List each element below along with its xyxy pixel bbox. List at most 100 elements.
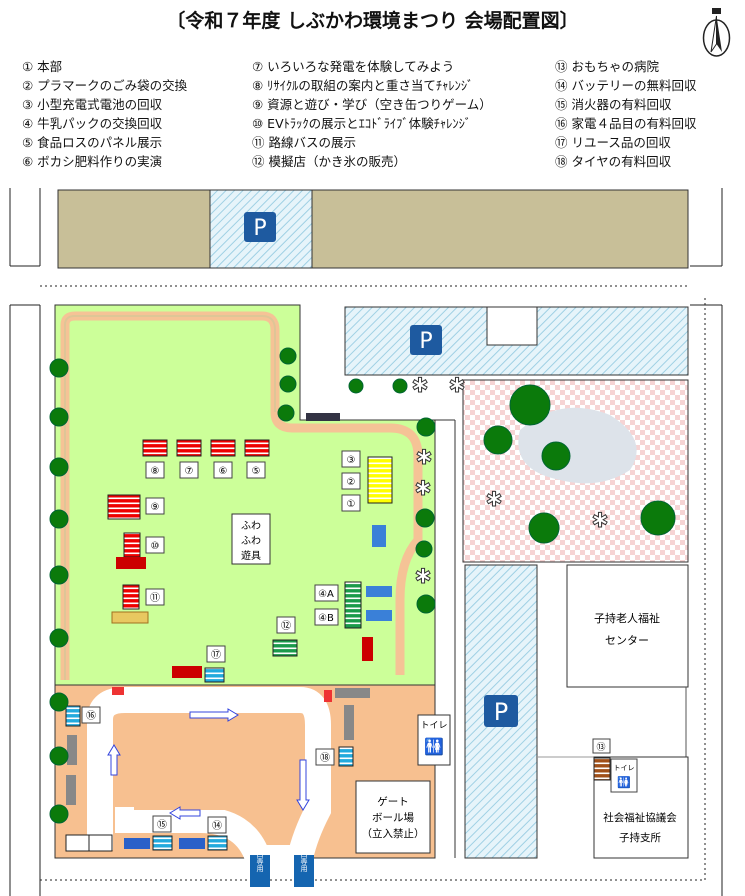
gateball-field xyxy=(355,780,431,854)
stall-7 xyxy=(176,439,202,457)
toilet-label: トイレ xyxy=(420,721,447,731)
entrance-sign[interactable] xyxy=(250,855,270,887)
marker-14: ⑭ xyxy=(212,820,222,832)
toilet-sign xyxy=(610,758,638,793)
legend-item: ⑦ いろいろな発電を体験してみよう xyxy=(252,59,455,74)
tree-icon xyxy=(49,565,69,585)
tree-icon xyxy=(277,404,295,422)
toilet-icon: 🚻 xyxy=(617,776,631,789)
legend-col-2: ⑦ いろいろな発電を体験してみよう ⑧ ﾘｻｲｸﾙの取組の案内と重さ当てﾁｬﾚﾝ… xyxy=(252,57,492,171)
tree-icon xyxy=(348,378,364,394)
gateball-label: （立入禁止） xyxy=(362,827,425,840)
toilet-label: トイレ xyxy=(614,764,635,772)
walking-path xyxy=(60,311,423,680)
parking-label: P xyxy=(253,216,266,241)
legend-item: ⑫ 模擬店（かき氷の販売） xyxy=(252,154,406,169)
gateball-label: ボール場 xyxy=(372,811,414,824)
pickup-truck-icon xyxy=(124,838,150,849)
marker-9: ⑨ xyxy=(151,502,160,513)
tree-icon xyxy=(49,692,69,712)
tree-icon xyxy=(528,512,560,544)
tree-icon xyxy=(415,508,435,528)
bouncy-label: ふわ xyxy=(241,520,261,532)
parking-sign xyxy=(410,325,442,355)
legend-item: ⑥ ボカシ肥料作りの実演 xyxy=(22,154,163,169)
social-welfare-council xyxy=(593,756,689,859)
legend-item: ⑧ ﾘｻｲｸﾙの取組の案内と重さ当てﾁｬﾚﾝｼﾞ xyxy=(252,78,474,93)
marker-17: ⑰ xyxy=(211,649,221,661)
garbage-truck-icon xyxy=(366,610,392,621)
legend-item: ⑬ おもちゃの病院 xyxy=(555,59,659,74)
toilet-icon: 🚻 xyxy=(424,737,444,756)
legend-item: ⑮ 消火器の有料回収 xyxy=(555,97,672,112)
truck-icon xyxy=(66,775,76,805)
legend-item: ① 本部 xyxy=(22,59,63,74)
legend-item: ③ 小型充電式電池の回収 xyxy=(22,97,163,112)
legend-item: ⑨ 資源と遊び・学び（空き缶つりゲーム） xyxy=(252,97,492,112)
marker-8: ⑧ xyxy=(151,466,160,477)
tree-icon xyxy=(49,358,69,378)
trees xyxy=(49,347,676,824)
palm-tree-icon: ✱ xyxy=(415,564,432,588)
marker-4b: ④B xyxy=(318,613,334,624)
stall-4 xyxy=(344,581,362,629)
tree-icon xyxy=(541,441,571,471)
truck-icon xyxy=(335,688,370,698)
marker-1: ① xyxy=(347,499,356,510)
gateball-label: ゲート xyxy=(377,796,409,808)
parking-sign xyxy=(244,212,276,242)
marker-10: ⑩ xyxy=(151,541,160,552)
tree-icon xyxy=(416,417,436,437)
legend-item: ⑩ EVﾄﾗｯｸの展示とｴｺﾄﾞﾗｲﾌﾞ体験ﾁｬﾚﾝｼﾞ xyxy=(252,116,472,131)
marker-11: ⑪ xyxy=(150,592,160,604)
palm-tree-icon: ✱ xyxy=(449,373,466,397)
council-label: 社会福祉協議会 xyxy=(603,811,677,824)
truck-icon xyxy=(172,666,202,678)
marker-7: ⑦ xyxy=(185,466,194,477)
elderly-center-label: センター xyxy=(605,634,649,647)
stall-5 xyxy=(244,439,270,457)
ev-truck-icon xyxy=(116,557,146,569)
stalls xyxy=(65,439,393,852)
tree-icon xyxy=(416,594,436,614)
legend-item: ② プラマークのごみ袋の交換 xyxy=(22,78,188,93)
tree-icon xyxy=(509,384,551,426)
marker-16: ⑯ xyxy=(86,710,96,722)
parking-lot-top xyxy=(57,189,689,269)
one-way-road xyxy=(87,687,331,871)
truck-icon xyxy=(67,735,77,765)
legend-item: ⑯ 家電４品目の有料回収 xyxy=(555,116,697,131)
vehicles xyxy=(66,413,392,849)
legend-item: ⑱ タイヤの有料回収 xyxy=(555,154,672,169)
exit-sign[interactable] xyxy=(294,855,314,887)
stall-13 xyxy=(593,757,611,781)
pickup-truck-icon xyxy=(179,838,205,849)
stall-10 xyxy=(123,532,141,558)
stall-18 xyxy=(338,746,354,767)
markers: ⑧ ⑦ ⑥ ⑤ ⑨ ⑩ ⑪ ③ ② ① ④A ④B ⑫ ⑰ ⑯ ⑱ ⑮ ⑭ xyxy=(81,450,361,834)
road-lines xyxy=(9,188,723,896)
toilet-sign xyxy=(417,714,451,766)
tree-icon xyxy=(392,378,408,394)
stall-9 xyxy=(107,494,141,520)
parking-label: P xyxy=(494,698,508,726)
legend-item: ⑤ 食品ロスのパネル展示 xyxy=(22,135,163,150)
tree-icon xyxy=(49,746,69,766)
marker-5: ⑤ xyxy=(252,466,261,477)
tree-icon xyxy=(483,425,513,455)
stall-11 xyxy=(122,584,140,610)
bouncy-label: ふわ xyxy=(241,535,261,547)
tree-icon xyxy=(49,509,69,529)
elderly-welfare-center xyxy=(566,564,689,688)
arrow-down-icon xyxy=(296,759,310,811)
stall-6 xyxy=(210,439,236,457)
truck-icon xyxy=(344,705,354,740)
stall-8 xyxy=(142,439,168,457)
stall-16 xyxy=(65,705,81,727)
tree-icon xyxy=(279,375,297,393)
tree-icon xyxy=(49,804,69,824)
exit-label: 出口専用 xyxy=(300,843,308,873)
marker-15: ⑮ xyxy=(157,819,167,831)
bus-icon xyxy=(111,611,149,624)
legend-item: ⑪ 路線バスの展示 xyxy=(252,135,356,150)
